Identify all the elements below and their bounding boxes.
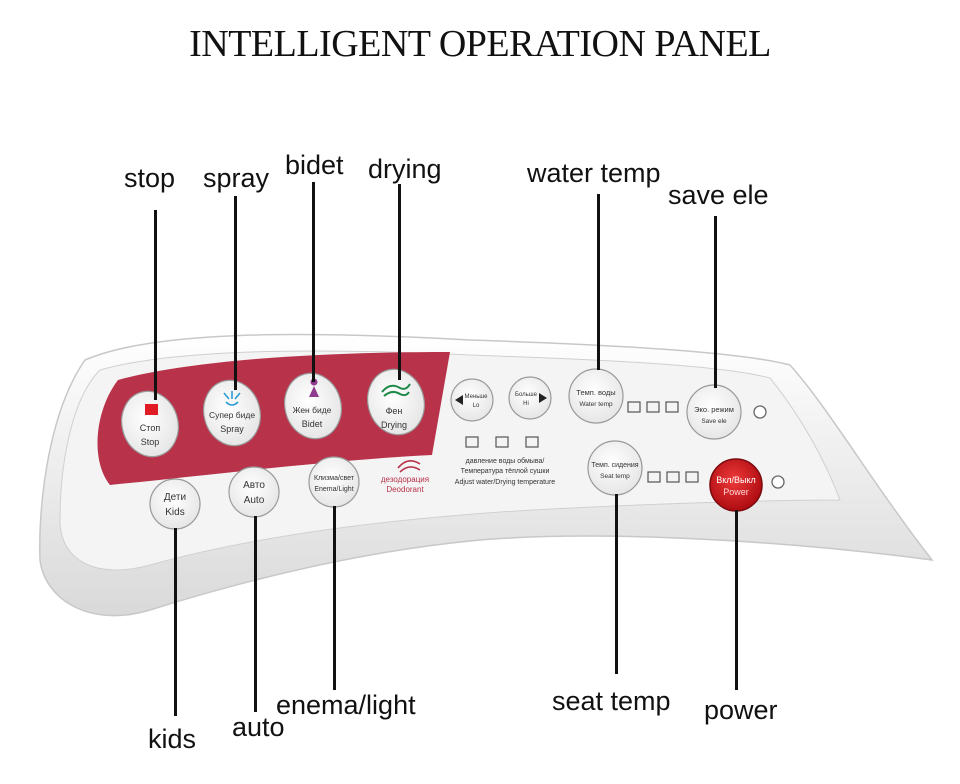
leader-water-temp [597, 194, 600, 370]
kids-label-ru: Дети [164, 492, 186, 503]
seat-temp-button[interactable]: Темп. сидения Seat temp [587, 440, 643, 496]
leader-seat-temp [615, 494, 618, 674]
auto-button[interactable]: Авто Auto [228, 466, 280, 518]
stop-label-ru: Стоп [140, 423, 161, 433]
power-label-ru: Вкл/Выкл [716, 475, 756, 485]
lo-label-en: Lo [473, 403, 480, 409]
water-temp-label-en: Water temp [579, 401, 613, 408]
water-temp-label-ru: Темп. воды [576, 388, 615, 397]
adjust-label-1: давление воды обмыва/ [466, 457, 545, 465]
lo-label-ru: Меньше [465, 394, 489, 400]
seat-temp-label-ru: Темп. сидения [591, 462, 638, 469]
spray-icon [223, 391, 241, 406]
water-temp-indicators [627, 401, 679, 413]
accent-band [97, 352, 450, 485]
leader-power [735, 510, 738, 690]
spray-label-ru: Супер биде [209, 410, 255, 420]
drying-label-en: Drying [381, 420, 407, 430]
leader-drying [398, 184, 401, 380]
leader-enema-light [333, 506, 336, 690]
leader-stop [154, 210, 157, 400]
callout-stop: stop [124, 163, 176, 193]
hi-label-en: Hi [523, 401, 529, 407]
drying-button[interactable]: Фен Drying [360, 363, 431, 441]
adjust-label-2: Температура тёплой сушки [461, 467, 550, 475]
arrow-right-icon [539, 393, 547, 403]
kids-label-en: Kids [165, 507, 184, 518]
stop-label-en: Stop [141, 437, 160, 447]
callout-power: power [704, 695, 778, 725]
lo-button[interactable]: Меньше Lo [450, 378, 494, 422]
leader-auto [254, 516, 257, 712]
stop-button[interactable]: Стоп Stop [114, 385, 185, 463]
seat-temp-label-en: Seat temp [600, 473, 630, 480]
callout-drying: drying [368, 154, 442, 184]
arrow-left-icon [455, 395, 463, 405]
callout-save-ele: save ele [668, 180, 769, 210]
callout-spray: spray [203, 163, 270, 193]
stop-square-icon [145, 404, 158, 415]
callout-kids: kids [148, 724, 197, 754]
drying-label-ru: Фен [386, 406, 403, 416]
leader-spray [234, 196, 237, 390]
deodorant-label-ru: дезодорация [381, 475, 429, 484]
leader-kids [174, 528, 177, 716]
deodorant-label-group: дезодорация Deodorant [381, 460, 429, 494]
seat-temp-indicators [647, 471, 699, 483]
leader-bidet [312, 182, 315, 382]
power-button[interactable]: Вкл/Выкл Power [709, 458, 763, 512]
spray-label-en: Spray [220, 424, 244, 434]
callout-enema-light: enema/light [276, 690, 416, 720]
power-indicator [771, 475, 785, 489]
power-label-en: Power [723, 487, 749, 497]
drying-icon [381, 383, 411, 397]
bidet-label-ru: Жен биде [293, 405, 332, 415]
save-ele-indicator [753, 405, 767, 419]
enema-light-button[interactable]: Клизма/свет Enema/Light [308, 456, 360, 508]
kids-button[interactable]: Дети Kids [149, 478, 201, 530]
auto-label-en: Auto [244, 495, 265, 506]
save-ele-button[interactable]: Эко. режим Save ele [686, 384, 742, 440]
deodorant-icon [397, 460, 421, 473]
adjust-indicators [465, 436, 539, 448]
callout-water-temp: water temp [527, 158, 661, 188]
deodorant-label-en: Deodorant [386, 485, 424, 494]
bidet-label-en: Bidet [302, 419, 323, 429]
enema-light-label-ru: Клизма/свет [314, 475, 355, 482]
leader-save-ele [714, 216, 717, 388]
adjust-label-3: Adjust water/Drying temperature [455, 479, 555, 486]
spray-button[interactable]: Супер биде Spray [196, 374, 267, 452]
auto-label-ru: Авто [243, 480, 265, 491]
callout-auto: auto [232, 712, 285, 742]
water-temp-button[interactable]: Темп. воды Water temp [568, 368, 624, 424]
page-title: INTELLIGENT OPERATION PANEL [189, 23, 771, 65]
hi-button[interactable]: Больше Hi [508, 376, 552, 420]
hi-label-ru: Больше [515, 392, 538, 398]
save-ele-label-en: Save ele [701, 418, 727, 425]
callout-bidet: bidet [285, 150, 344, 180]
callout-seat-temp: seat temp [552, 686, 671, 716]
save-ele-label-ru: Эко. режим [694, 405, 734, 414]
enema-light-label-en: Enema/Light [314, 486, 353, 493]
